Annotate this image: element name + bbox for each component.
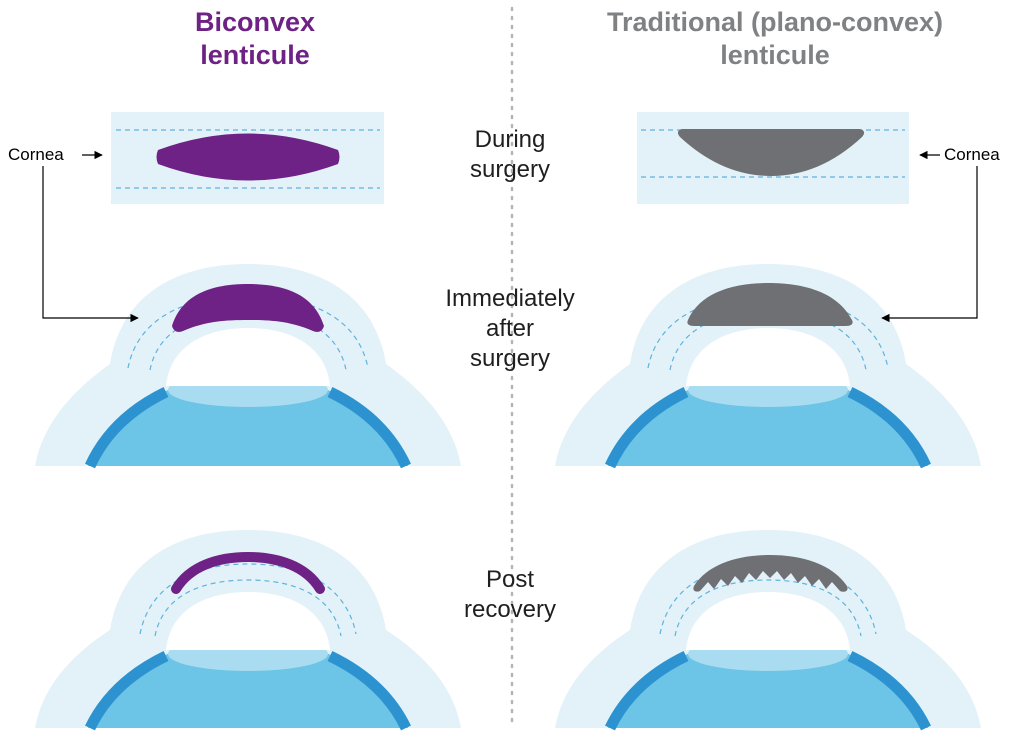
eyeball bbox=[608, 376, 928, 466]
stage-label-during-surgery: During surgery bbox=[469, 126, 551, 183]
leader-line bbox=[42, 166, 139, 323]
leader-line bbox=[881, 166, 978, 323]
eye-biconvex-post-recovery bbox=[35, 530, 461, 731]
cornea-dashed-arc bbox=[154, 579, 342, 637]
iris bbox=[847, 387, 931, 469]
eyeball bbox=[88, 640, 408, 728]
column-title-biconvex: Biconvex lenticule bbox=[194, 7, 316, 70]
pupil-dome bbox=[686, 328, 850, 386]
iris bbox=[85, 651, 169, 731]
pupil-dome bbox=[686, 592, 850, 650]
during-surgery-biconvex-panel bbox=[111, 112, 384, 204]
cornea-dashed-arc bbox=[647, 295, 889, 369]
eye-biconvex-immediately-after bbox=[35, 264, 461, 469]
cornea-callout-left bbox=[42, 150, 139, 323]
column-title-plano-convex: Traditional (plano-convex) lenticule bbox=[606, 7, 944, 70]
iris bbox=[327, 387, 411, 469]
iris bbox=[847, 651, 931, 731]
plano-convex-lenticule bbox=[693, 555, 848, 592]
eyeball bbox=[608, 640, 928, 728]
biconvex-lenticule bbox=[156, 133, 340, 181]
cornea-dashed-arc bbox=[127, 295, 369, 369]
cornea-label-right: Cornea bbox=[944, 145, 1000, 164]
iris bbox=[605, 651, 689, 731]
cornea-dashed-arc bbox=[139, 563, 357, 635]
iris bbox=[327, 651, 411, 731]
biconvex-lenticule bbox=[171, 551, 325, 594]
stage-label-post-recovery: Post recovery bbox=[463, 566, 557, 623]
plano-convex-lenticule bbox=[677, 129, 865, 176]
eyeball bbox=[88, 376, 408, 466]
stage-label-immediately-after: Immediately after surgery bbox=[445, 285, 575, 372]
cornea-dashed-arc bbox=[674, 579, 862, 637]
pupil-dome bbox=[166, 592, 330, 650]
iris bbox=[605, 387, 689, 469]
pupil-dome bbox=[166, 328, 330, 386]
eye-plano-convex-post-recovery bbox=[555, 530, 981, 731]
cornea-callout-right bbox=[881, 150, 978, 323]
during-surgery-plano-convex-panel bbox=[637, 112, 909, 204]
biconvex-lenticule bbox=[172, 284, 324, 332]
cornea-dashed-arc bbox=[659, 563, 877, 635]
eye-plano-convex-immediately-after bbox=[555, 264, 981, 469]
plano-convex-lenticule bbox=[687, 283, 853, 326]
iris bbox=[85, 387, 169, 469]
cornea-label-left: Cornea bbox=[8, 145, 64, 164]
